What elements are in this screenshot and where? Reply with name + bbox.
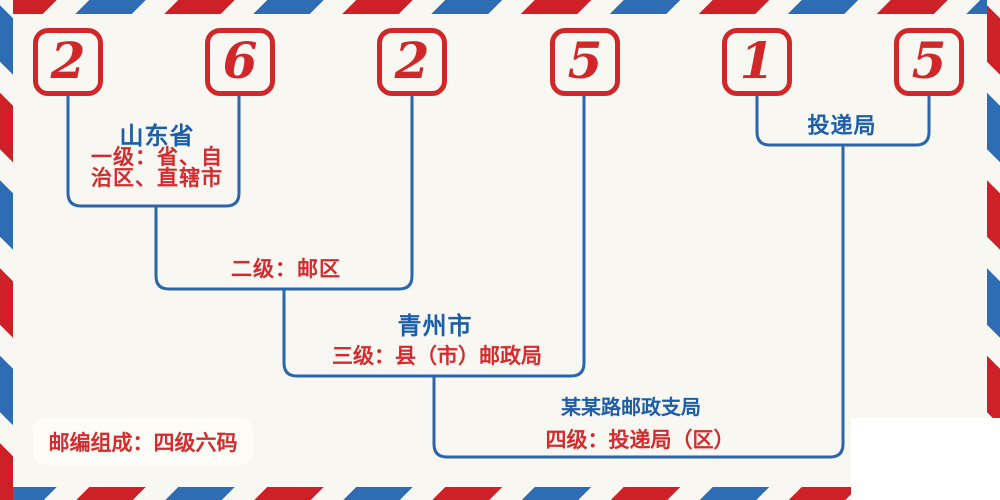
postal-digit-3: 2: [394, 30, 430, 90]
postal-digit-4: 5: [567, 30, 603, 90]
delivery-office-label: 投递局: [807, 114, 877, 139]
composition-note-chip: 邮编组成：四级六码: [33, 418, 253, 465]
postal-digit-box-6: 5: [894, 28, 964, 96]
airmail-stripe-border-left: [0, 0, 13, 500]
bracket-level4-line: [432, 143, 845, 459]
postal-digit-box-1: 2: [33, 28, 103, 96]
branch-office-name-label: 某某路邮政支局: [561, 395, 701, 419]
city-name-label: 青州市: [397, 312, 473, 340]
bracket-level1-line: [66, 94, 241, 208]
level1-description-label: 一级：省、自 治区、直辖市: [91, 147, 223, 189]
level1-description-line1: 一级：省、自: [91, 145, 223, 169]
stamp-corner-area: [851, 418, 1000, 500]
postal-digit-box-2: 6: [205, 28, 275, 96]
level2-description-label: 二级：邮区: [231, 257, 341, 281]
level1-description-line2: 治区、直辖市: [91, 166, 223, 190]
postal-digit-5: 1: [739, 30, 775, 90]
postal-digit-1: 2: [50, 30, 86, 90]
postal-digit-box-4: 5: [550, 28, 620, 96]
airmail-stripe-border-top: [0, 0, 1000, 14]
postal-digit-box-3: 2: [377, 28, 447, 96]
level4-description-label: 四级：投递局（区）: [545, 428, 735, 452]
composition-note-text: 邮编组成：四级六码: [48, 430, 238, 455]
airmail-stripe-border-right: [987, 0, 1000, 500]
postal-digit-box-5: 1: [722, 28, 792, 96]
bracket-delivery-line: [755, 94, 931, 147]
postal-digit-2: 6: [222, 30, 258, 90]
level3-description-label: 三级：县（市）邮政局: [332, 344, 542, 368]
postal-digit-6: 5: [911, 30, 947, 90]
airmail-stripe-border-bottom: [0, 487, 1000, 500]
province-name-label: 山东省: [119, 122, 195, 150]
